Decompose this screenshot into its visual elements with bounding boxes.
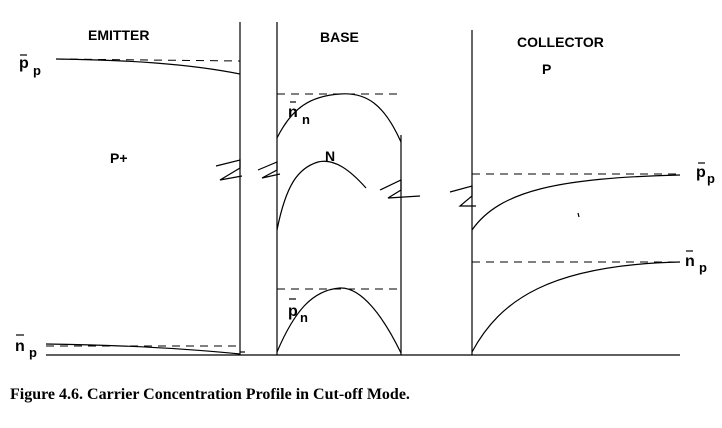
carrier-subscript: p [699,260,707,275]
carrier-letter: n [288,104,298,121]
emitter-title: EMITTER [88,27,149,43]
collector-doping-label: P [542,61,551,77]
base-break-mark [379,179,421,199]
base-minority-symbol: p n [288,298,308,325]
carrier-subscript: n [302,112,310,127]
base-majority-lower-curve [276,160,367,231]
carrier-letter: p [288,303,298,320]
base-doping-label: N [325,148,335,164]
carrier-subscript: p [707,171,715,186]
emitter-minority-symbol: n p [15,334,37,360]
collector-mark [577,212,580,218]
carrier-subscript: p [33,63,41,78]
carrier-letter: n [15,338,25,355]
base-minority-curve [276,287,402,354]
emitter-majority-symbol: p p [19,54,41,78]
carrier-subscript: n [300,310,308,325]
base-title: BASE [320,29,359,45]
collector-title: COLLECTOR [517,34,604,50]
emitter-doping-label: P+ [110,150,128,166]
carrier-letter: p [696,164,706,181]
carrier-letter: n [685,253,695,270]
emitter-minority-curve [45,343,241,355]
collector-majority-symbol: p p [696,162,715,186]
base-majority-symbol: n n [288,101,310,127]
emitter-majority-curve [55,58,241,75]
base-majority-curve [276,93,402,143]
emitter-base-break-mark [257,161,281,179]
figure-caption: Figure 4.6. Carrier Concentration Profil… [10,386,410,403]
collector-minority-curve [471,261,681,353]
carrier-subscript: p [29,345,37,360]
carrier-letter: p [19,55,29,72]
collector-break-mark [449,185,476,207]
collector-minority-symbol: n p [685,250,707,275]
emitter-break-mark [215,159,243,181]
collector-majority-curve [471,174,681,231]
